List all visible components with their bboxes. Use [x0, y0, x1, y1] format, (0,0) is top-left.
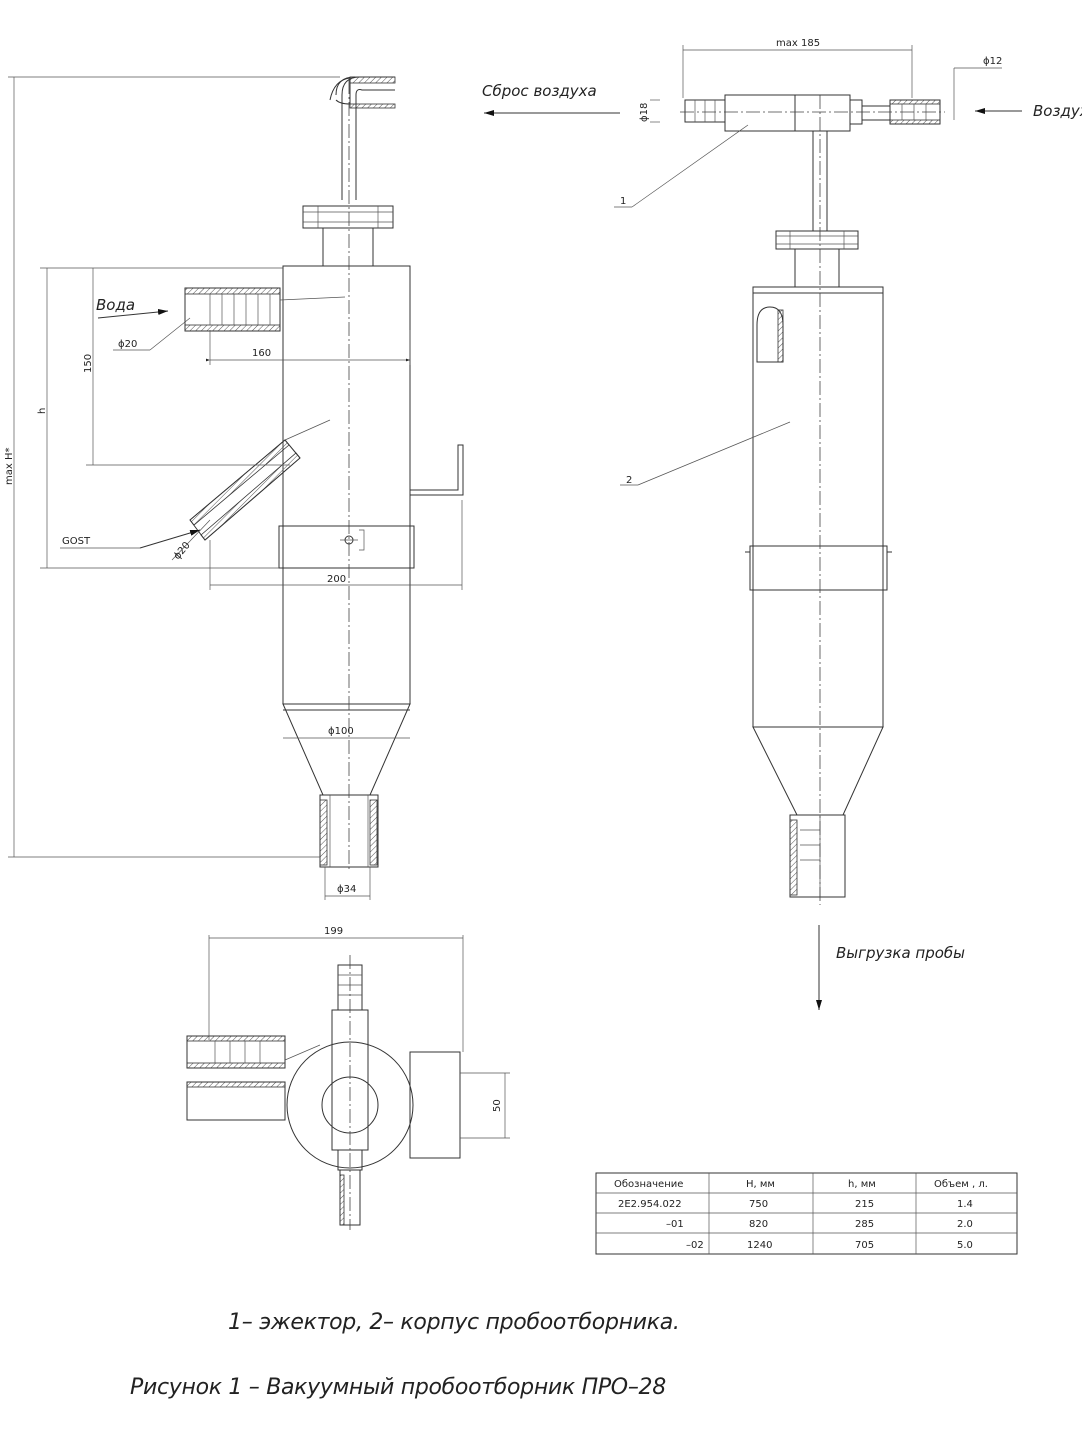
cone: [282, 703, 411, 796]
right-cone: [752, 726, 884, 816]
table-cell: –02: [686, 1240, 704, 1251]
table-cell: 1240: [747, 1240, 772, 1251]
technical-drawing: Вода ϕ20 160 150 h max H* GOST ϕ20 200 ϕ…: [4, 38, 1082, 1255]
figure-caption: Рисунок 1 – Вакуумный пробоотборник ПРО–…: [130, 1375, 666, 1400]
angled-outlet-hose: [189, 419, 331, 541]
dim-max-h: max H*: [4, 448, 15, 486]
spec-table: Обозначение H, мм h, мм Объем , л. 2Е2.9…: [595, 1172, 1018, 1255]
table-cell: 820: [749, 1219, 768, 1230]
dim-d12: ϕ12: [983, 56, 1002, 67]
discharge-label: Выгрузка пробы: [836, 944, 965, 962]
right-view: max 185 ϕ12 ϕ18 Сброс воздуха Воздух 1 2…: [482, 38, 1082, 1010]
dim-d100: ϕ100: [328, 726, 354, 737]
dim-d18: ϕ18: [639, 103, 650, 122]
table-cell: 705: [855, 1240, 874, 1251]
left-dimensions: [8, 76, 463, 900]
callout-1: 1: [620, 196, 626, 207]
legend-caption: 1– эжектор, 2– корпус пробоотборника.: [228, 1310, 680, 1335]
table-cell: 215: [855, 1199, 874, 1210]
table-cell: 2Е2.954.022: [618, 1199, 682, 1210]
water-label: Вода: [96, 296, 135, 314]
top-hose: [329, 76, 396, 200]
ejector: [684, 94, 941, 232]
left-view: Вода ϕ20 160 150 h max H* GOST ϕ20 200 ϕ…: [4, 76, 464, 900]
right-nipple: [789, 814, 846, 898]
water-inlet-hose: [184, 287, 346, 332]
left-dimension-texts: Вода ϕ20 160 150 h max H* GOST ϕ20 200 ϕ…: [4, 296, 356, 895]
table-header-designation: Обозначение: [614, 1179, 683, 1190]
table-cell: 1.4: [957, 1199, 973, 1210]
dim-160: 160: [252, 348, 271, 359]
air-out-label: Сброс воздуха: [482, 82, 597, 100]
right-flange: [775, 230, 859, 288]
clamp-band: [278, 525, 415, 569]
table-cell: 285: [855, 1219, 874, 1230]
side-bracket: [410, 444, 464, 496]
dim-150: 150: [83, 354, 94, 373]
table-header-volume: Объем , л.: [934, 1179, 988, 1190]
table-header-H: H, мм: [746, 1179, 775, 1190]
dim-d20-outlet: ϕ20: [172, 540, 193, 562]
dim-50: 50: [492, 1099, 503, 1112]
sampler-body: [752, 286, 884, 728]
dim-h: h: [37, 408, 48, 414]
dim-199: 199: [324, 926, 343, 937]
air-in-label: Воздух: [1033, 102, 1082, 120]
dim-d34: ϕ34: [337, 884, 356, 895]
table-cell: 750: [749, 1199, 768, 1210]
table-cell: –01: [666, 1219, 684, 1230]
right-clamp-band: [749, 545, 888, 591]
gost-label: GOST: [62, 536, 91, 547]
plan-view: 199 50: [186, 926, 510, 1230]
table-cell: 2.0: [957, 1219, 973, 1230]
dim-200: 200: [327, 574, 346, 585]
top-flange: [302, 205, 394, 267]
table-cell: 5.0: [957, 1240, 973, 1251]
right-dimension-texts: max 185 ϕ12 ϕ18 Сброс воздуха Воздух 1 2…: [482, 38, 1082, 962]
table-header-h: h, мм: [848, 1179, 876, 1190]
right-dimensions: [484, 45, 1022, 1010]
callout-2: 2: [626, 475, 632, 486]
main-body: [282, 265, 411, 705]
dim-max185: max 185: [776, 38, 820, 49]
dim-d20-inlet: ϕ20: [118, 339, 137, 350]
